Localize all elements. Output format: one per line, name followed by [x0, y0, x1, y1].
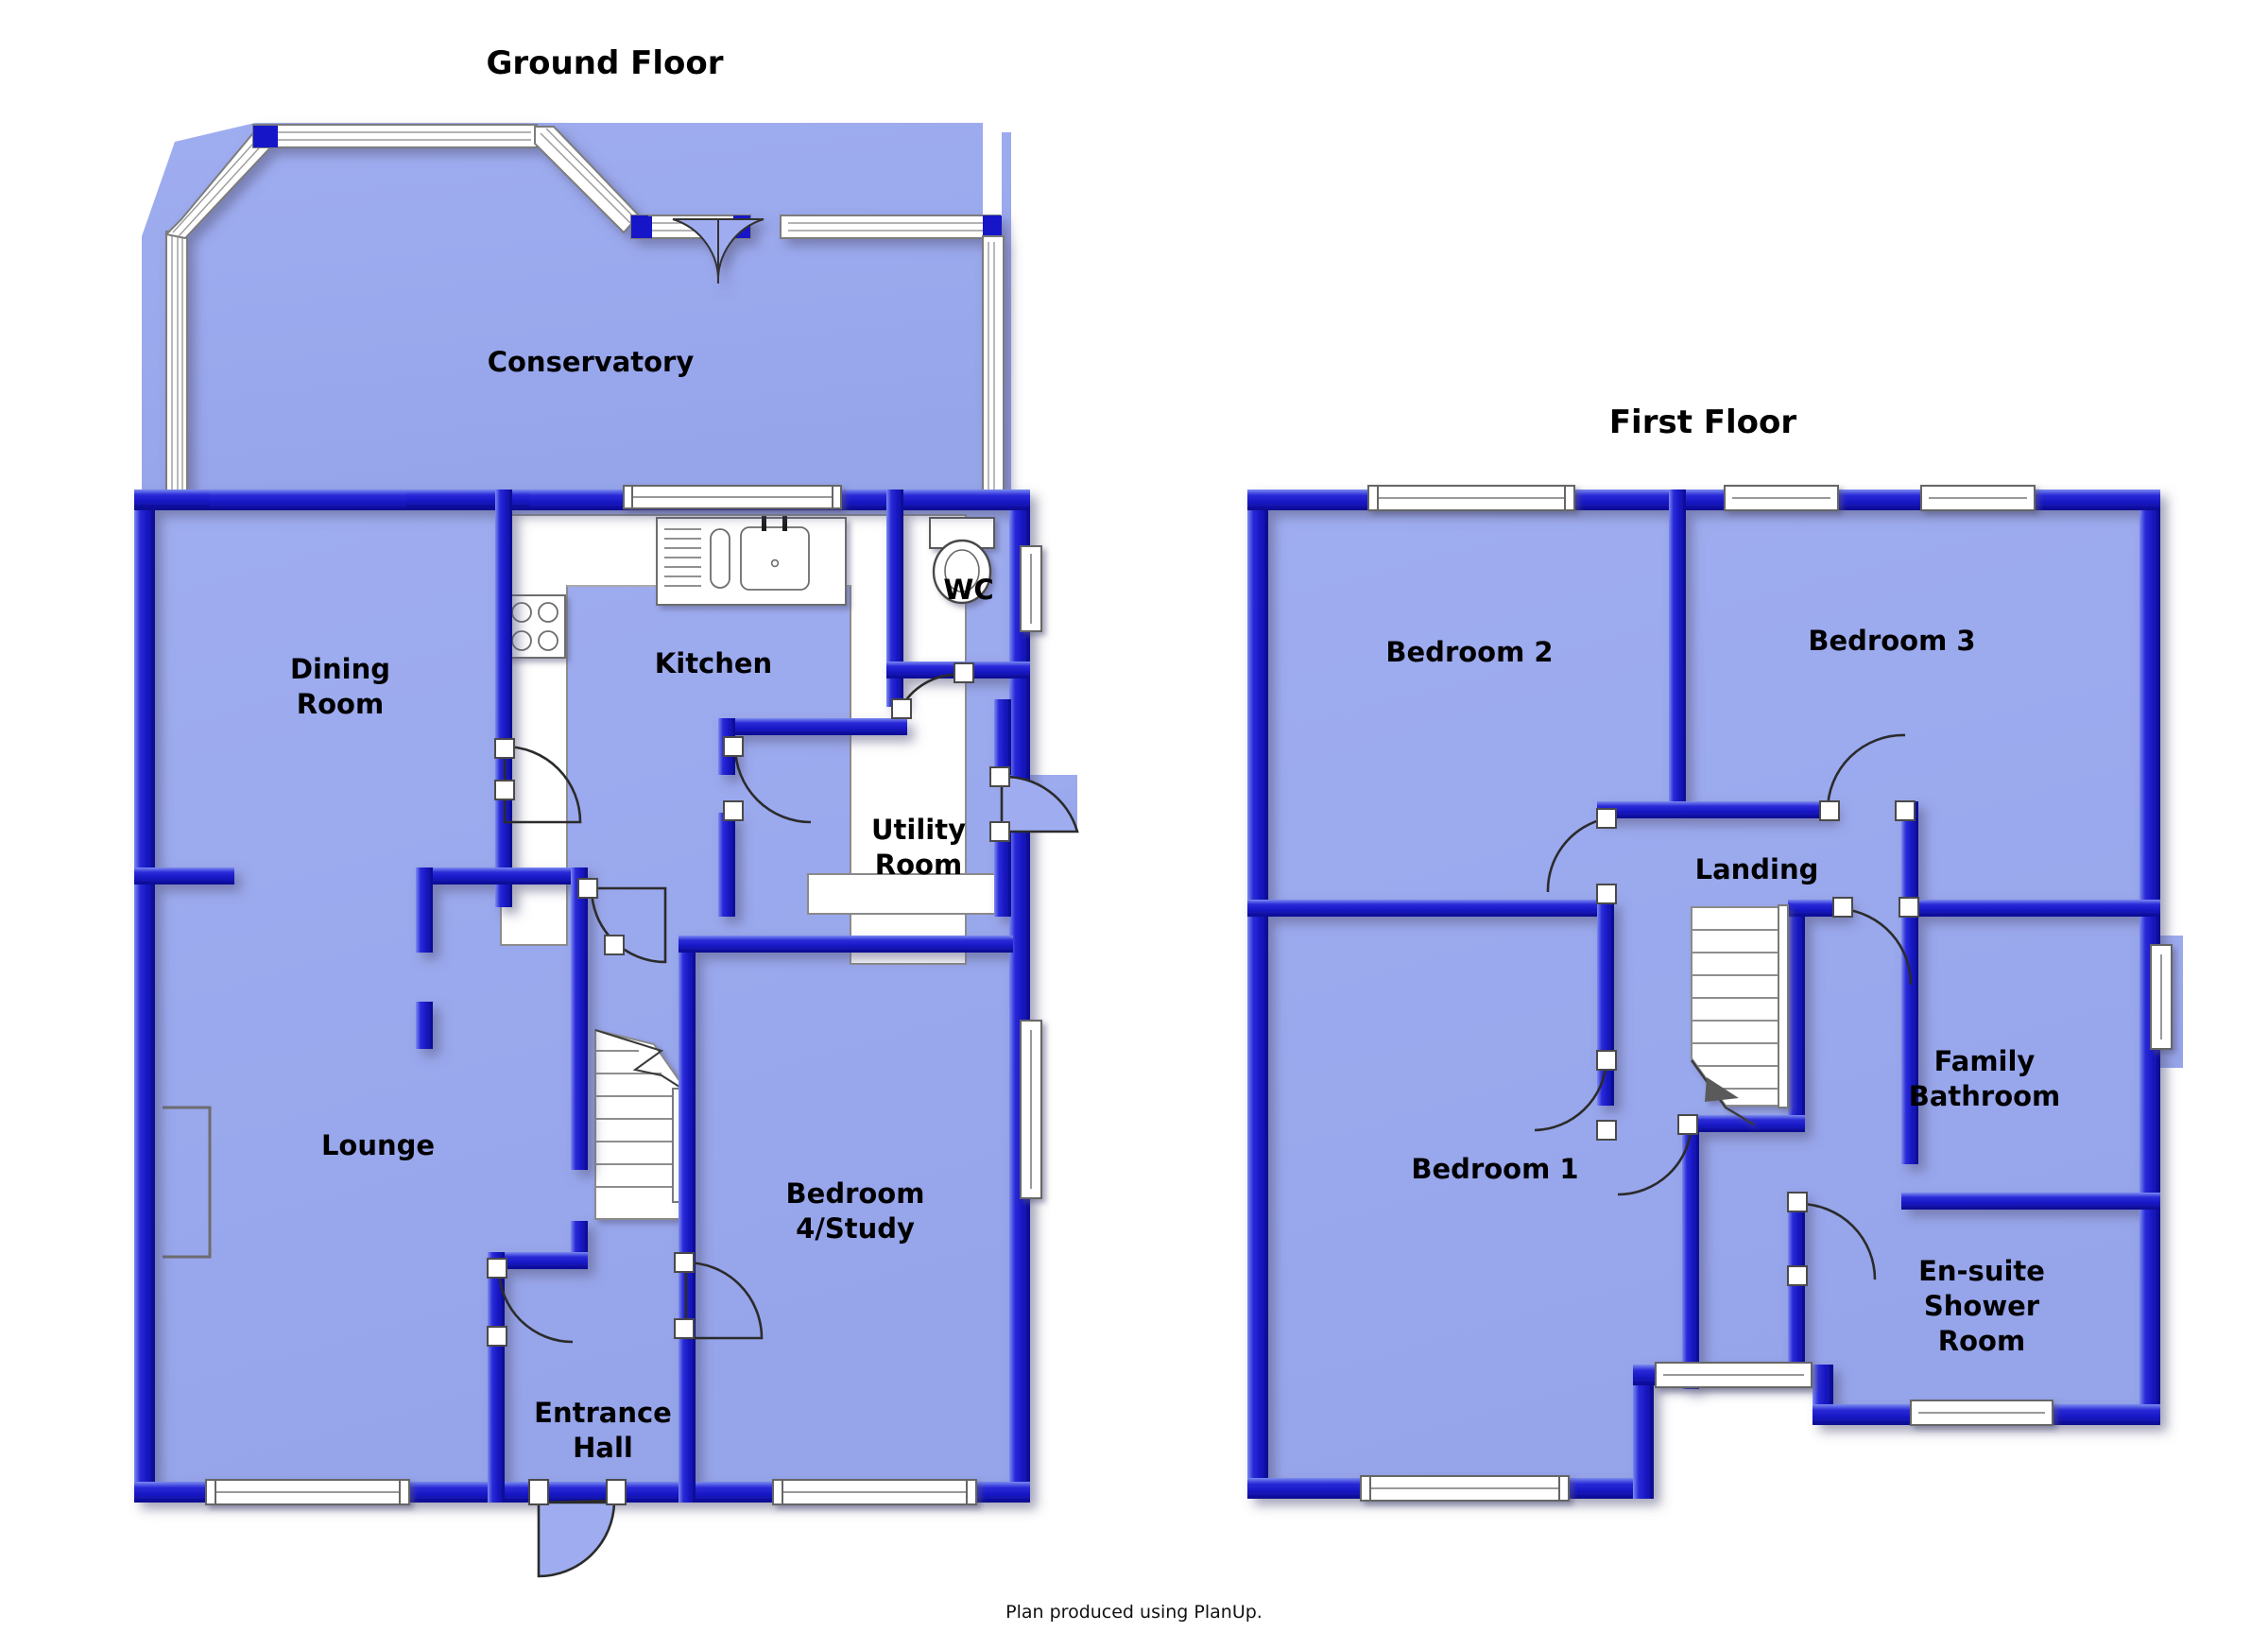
- ground-floor-title: Ground Floor: [487, 44, 724, 82]
- label-bathroom-l1: Family: [1934, 1045, 2036, 1077]
- chimney-breast-icon: [163, 1106, 212, 1259]
- label-bed4-l2: 4/Study: [796, 1212, 915, 1245]
- label-bedroom-3: Bedroom 3: [1808, 625, 1975, 657]
- label-dining-room-l2: Room: [297, 688, 384, 720]
- window-bed3-rear-right: [1920, 485, 2036, 511]
- label-bed4-l1: Bedroom: [786, 1177, 925, 1210]
- door-front-entrance: [528, 1479, 627, 1578]
- door-utility-external: [989, 766, 1079, 842]
- ground-staircase-icon: [594, 1028, 683, 1220]
- label-lounge: Lounge: [321, 1129, 435, 1161]
- door-bed3: [1819, 733, 1916, 821]
- wall-bed2-bottom: [1247, 900, 1614, 917]
- wall-stair-right: [1788, 900, 1805, 1117]
- first-floor-windows: [1360, 485, 2173, 1502]
- toilet-icon: [929, 517, 995, 605]
- label-bathroom-l2: Bathroom: [1909, 1080, 2061, 1112]
- label-bedroom-1: Bedroom 1: [1411, 1153, 1578, 1185]
- first-floor-labels: Bedroom 2 Bedroom 3 Landing Family Bathr…: [1385, 625, 2060, 1357]
- ground-floor-doors: [487, 662, 1079, 1578]
- ground-floor-group: Ground Floor: [134, 44, 1079, 1578]
- wall-ensuite-left: [1788, 1193, 1805, 1382]
- window-kitchen: [623, 485, 842, 509]
- label-wc: WC: [943, 574, 993, 606]
- door-family-bathroom: [1832, 897, 1919, 986]
- wall-kitchen-left: [495, 490, 512, 726]
- first-staircase-icon: [1691, 904, 1789, 1126]
- wall-landing-top: [1597, 801, 1833, 818]
- kitchen-sink-icon: [656, 516, 847, 606]
- door-bed2: [1546, 808, 1617, 904]
- utility-worktop: [807, 873, 1012, 915]
- wall-stair-bottom: [1682, 1115, 1805, 1132]
- window-bathroom-side: [2150, 944, 2173, 1050]
- kitchen-hob-icon: [506, 594, 566, 659]
- door-bed1: [1534, 1050, 1617, 1141]
- conservatory-glazing: [163, 124, 1005, 507]
- window-wc-side: [1020, 545, 1042, 632]
- label-ensuite-l1: En-suite: [1918, 1255, 2045, 1287]
- label-ensuite-l3: Room: [1938, 1325, 2025, 1357]
- wall-utility-right: [994, 699, 1011, 775]
- label-kitchen: Kitchen: [655, 647, 772, 679]
- label-hall-l1: Entrance: [534, 1397, 672, 1429]
- ground-floor-labels: Conservatory Dining Room Kitchen WC Util…: [290, 346, 994, 1464]
- label-bedroom-2: Bedroom 2: [1385, 636, 1553, 668]
- ground-floor-fixtures: [163, 514, 1012, 1259]
- wall-bathroom-left: [1901, 900, 1918, 1164]
- wall-bathroom-ensuite: [1901, 1193, 2160, 1210]
- ground-wall-left: [134, 490, 155, 1503]
- label-dining-room-l1: Dining: [290, 653, 390, 685]
- wall-bed2-bed3: [1669, 490, 1686, 811]
- door-wc: [891, 662, 974, 719]
- label-utility-l2: Room: [875, 849, 962, 881]
- door-utility-inner: [723, 736, 812, 824]
- wall-dining-lounge: [134, 867, 234, 885]
- label-conservatory: Conservatory: [488, 346, 695, 378]
- wall-bed4-top: [679, 936, 1013, 953]
- wall-hall-bed4: [679, 936, 696, 1503]
- window-bed4-front: [772, 1479, 977, 1505]
- ground-wall-right: [1009, 490, 1030, 1503]
- first-floor-group: First Floor: [1247, 404, 2183, 1502]
- door-landing-understair: [1617, 1114, 1698, 1196]
- window-bed2-rear: [1367, 485, 1575, 511]
- label-landing: Landing: [1695, 853, 1819, 885]
- wall-bed3-right: [1901, 801, 1918, 913]
- first-wall-left: [1247, 490, 1268, 1499]
- door-kitchen: [577, 878, 667, 964]
- plan-credit: Plan produced using PlanUp.: [1005, 1602, 1263, 1623]
- first-floor-title: First Floor: [1609, 404, 1797, 441]
- door-bed4: [674, 1252, 764, 1340]
- window-bed3-rear-left: [1724, 485, 1839, 511]
- wall-utility-top: [718, 718, 907, 735]
- window-lounge-front: [205, 1479, 410, 1505]
- label-ensuite-l2: Shower: [1924, 1290, 2040, 1322]
- door-lounge: [487, 1258, 574, 1347]
- window-bed4-side: [1020, 1020, 1042, 1199]
- window-bed1-front: [1360, 1475, 1570, 1502]
- first-floor-doors: [1534, 733, 1919, 1286]
- window-ensuite-front-right: [1910, 1400, 2053, 1426]
- door-ensuite: [1787, 1192, 1877, 1286]
- ground-floor-windows: [205, 485, 1042, 1505]
- door-dining: [494, 738, 582, 824]
- label-utility-l1: Utility: [871, 814, 966, 846]
- label-hall-l2: Hall: [573, 1432, 633, 1464]
- window-ensuite-front-left: [1655, 1362, 1813, 1388]
- wall-bed1-right: [1597, 900, 1614, 1068]
- wall-wc-left: [886, 490, 903, 678]
- wall-stair-left: [1682, 1115, 1699, 1389]
